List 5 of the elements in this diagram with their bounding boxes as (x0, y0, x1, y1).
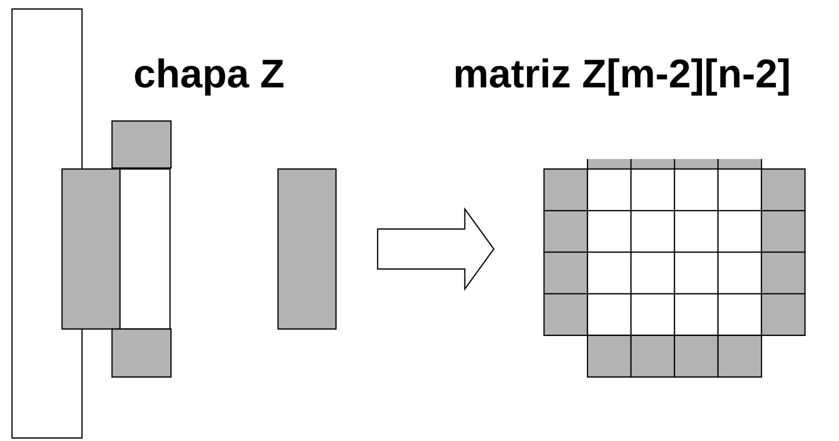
heading: matriz Z[m-2][n-2] (456, 58, 789, 96)
matrix-grid-drawing (543, 159, 806, 378)
heading: chapa Z (135, 58, 284, 96)
block-arrow (377, 207, 495, 291)
sheet-rectangle (277, 168, 337, 330)
